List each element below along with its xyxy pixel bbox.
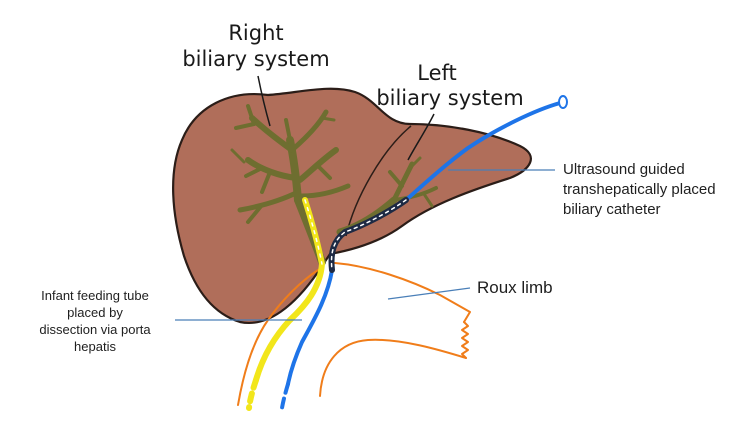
catheter-label-line3: biliary catheter xyxy=(563,201,661,218)
right-biliary-label-line1: Right xyxy=(228,21,283,45)
liver xyxy=(172,87,532,325)
infant-feeding-tube xyxy=(246,197,326,411)
catheter-label-line2: transhepatically placed xyxy=(563,181,716,198)
left-biliary-label-line2: biliary system xyxy=(376,86,523,110)
catheter-tip xyxy=(558,95,568,109)
lobe-fissure xyxy=(345,125,412,237)
left-biliary-pointer xyxy=(407,113,435,161)
biliary-catheter xyxy=(280,101,562,410)
right-biliary-label-line2: biliary system xyxy=(182,47,329,71)
feeding-tube-label-line1: Infant feeding tube xyxy=(41,288,149,303)
roux-leader-line xyxy=(387,287,471,300)
right-biliary-pointer xyxy=(257,75,271,127)
feeding-tube-label-line2: placed by xyxy=(67,305,123,320)
left-biliary-label-line1: Left xyxy=(417,61,457,85)
feeding-tube-label-line3: dissection via porta xyxy=(39,322,151,337)
feeding-tube-label-line4: hepatis xyxy=(74,339,116,354)
roux-limb-label: Roux limb xyxy=(477,278,553,297)
catheter-label-line1: Ultrasound guided xyxy=(563,161,685,178)
